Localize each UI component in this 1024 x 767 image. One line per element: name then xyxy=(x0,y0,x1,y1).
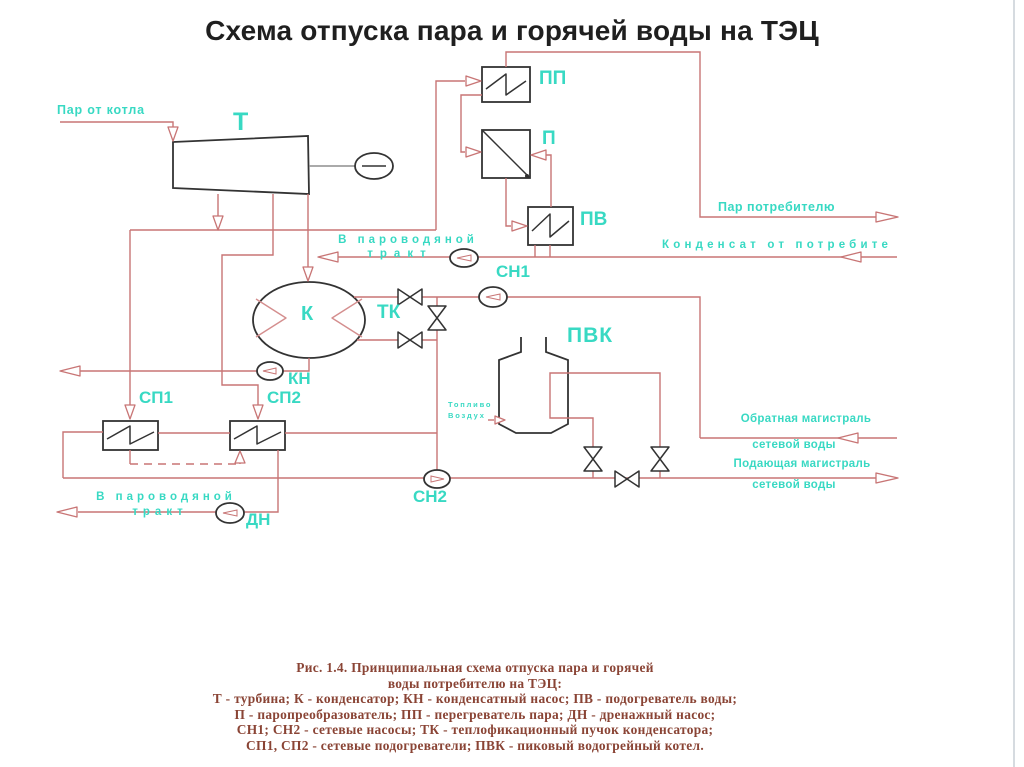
caption-line: СП1, СП2 - сетевые подогреватели; ПВК - … xyxy=(246,737,704,753)
tk-lower-valve xyxy=(397,331,423,349)
label-superheater-pp: ПП xyxy=(539,68,567,89)
label-to-steam-water-tract-bottom-1: В пароводяной xyxy=(96,491,236,503)
figure-caption: Рис. 1.4. Принципиальная схема отпуска п… xyxy=(55,660,895,754)
label-return-main-2: сетевой воды xyxy=(752,439,836,451)
caption-line: П - паропреобразователь; ПП - перегреват… xyxy=(234,706,716,722)
pvk-outlet-valve xyxy=(650,446,670,472)
label-to-steam-water-tract-top-2: тракт xyxy=(367,248,433,260)
label-network-heater-sp1: СП1 xyxy=(139,388,173,407)
label-supply-main-2: сетевой воды xyxy=(752,479,836,491)
label-network-pump-sn2: СН2 xyxy=(413,487,448,506)
label-to-steam-water-tract-top-1: В пароводяной xyxy=(338,234,478,246)
generator-symbol xyxy=(309,152,394,180)
network-heater-sp2-symbol xyxy=(229,420,286,451)
steam-converter-p-symbol xyxy=(481,129,531,179)
label-drain-pump-dn: ДН xyxy=(246,510,271,529)
label-steam-to-consumer: Пар потребителю xyxy=(718,200,836,214)
network-pump-sn2-symbol xyxy=(423,469,451,489)
network-heater-sp1-symbol xyxy=(102,420,159,451)
caption-line: Т - турбина; К - конденсатор; КН - конде… xyxy=(212,691,738,707)
condensate-pump-kn-symbol xyxy=(256,361,284,381)
tk-bypass-valve xyxy=(427,305,447,331)
label-network-pump-sn1: СН1 xyxy=(496,262,531,281)
label-supply-main-1: Подающая магистраль xyxy=(733,458,871,470)
label-return-main-1: Обратная магистраль xyxy=(740,413,872,425)
label-condensate-from-consumer: Конденсат от потребите xyxy=(662,239,893,251)
network-water-pipes xyxy=(62,296,897,479)
turbine-symbol xyxy=(172,135,310,195)
network-pump-sn1-symbol xyxy=(478,286,508,308)
pv-drain-pump-symbol xyxy=(449,248,479,268)
caption-line: воды потребителю на ТЭЦ: xyxy=(387,675,563,691)
water-heater-pv-symbol xyxy=(527,206,574,246)
label-steam-from-boiler: Пар от котла xyxy=(57,103,145,117)
drain-pump-dn-symbol xyxy=(215,502,245,524)
label-air: Воздух xyxy=(448,411,486,420)
label-to-steam-water-tract-bottom-2: тракт xyxy=(132,506,188,518)
label-condenser-k: К xyxy=(301,303,314,325)
label-water-heater-pv: ПВ xyxy=(580,209,608,230)
flow-arrows xyxy=(56,75,899,518)
label-peak-boiler-pvk: ПВК xyxy=(567,324,614,347)
label-heating-bundle-tk: ТК xyxy=(377,302,401,323)
label-network-heater-sp2: СП2 xyxy=(267,388,301,407)
tk-upper-valve xyxy=(397,288,423,306)
peak-boiler-pvk-symbol xyxy=(498,337,569,434)
steam-superheater-pp-symbol xyxy=(481,66,531,103)
label-fuel: Топливо xyxy=(448,400,493,409)
pvk-bypass-valve xyxy=(614,470,640,488)
label-turbine: Т xyxy=(233,108,249,136)
label-steam-converter-p: П xyxy=(542,128,556,149)
steam-pipes xyxy=(60,51,897,416)
slide-border-line xyxy=(1013,0,1015,767)
label-condensate-pump-kn: КН xyxy=(288,369,311,388)
caption-line: СН1; СН2 - сетевые насосы; ТК - теплофик… xyxy=(236,722,714,738)
page-title: Схема отпуска пара и горячей воды на ТЭЦ xyxy=(205,15,819,46)
caption-line: Рис. 1.4. Принципиальная схема отпуска п… xyxy=(296,660,654,675)
pvk-inlet-valve xyxy=(583,446,603,472)
